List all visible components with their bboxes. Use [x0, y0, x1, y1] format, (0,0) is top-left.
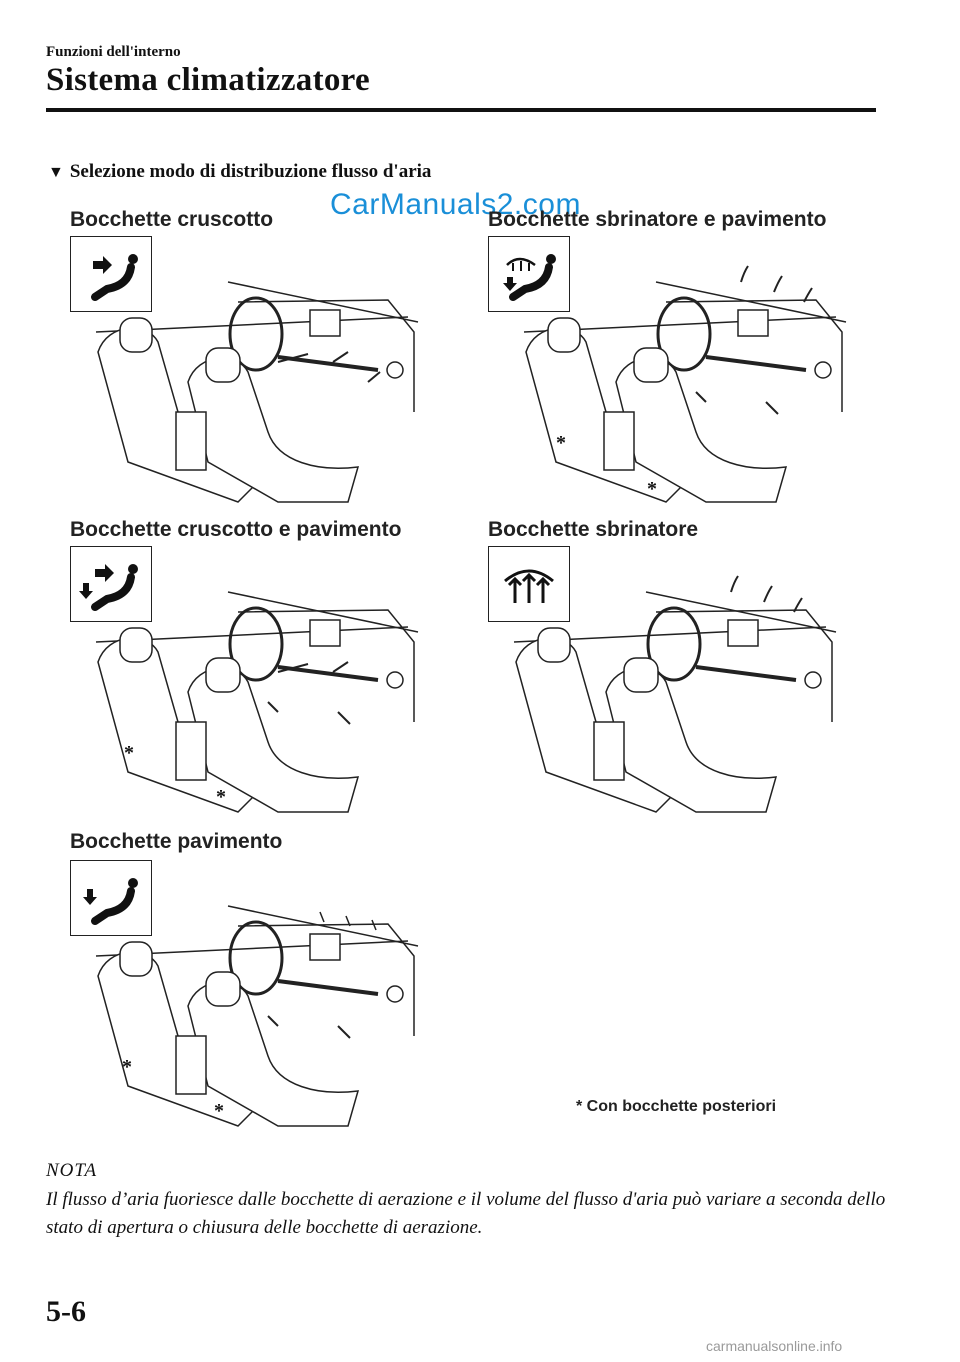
- page-number: 5-6: [46, 1295, 86, 1328]
- vent-floor-icon: [70, 860, 152, 936]
- vent-face-floor-icon: [70, 546, 152, 622]
- chapter-title: Funzioni dell'interno: [46, 44, 181, 60]
- page-title: Sistema climatizzatore: [46, 62, 370, 98]
- rear-vent-asterisk: *: [214, 1100, 224, 1122]
- footnote: * Con bocchette posteriori: [576, 1098, 777, 1115]
- section-marker: ▼: [48, 164, 64, 181]
- panel-label-sbrinatore: Bocchette sbrinatore: [488, 518, 699, 541]
- note-heading: NOTA: [46, 1160, 98, 1181]
- vent-defrost-icon: [488, 546, 570, 622]
- rear-vent-asterisk: *: [216, 786, 226, 808]
- site-footer[interactable]: carmanualsonline.info: [706, 1338, 843, 1354]
- rear-vent-asterisk: *: [122, 1056, 132, 1078]
- rear-vent-asterisk: *: [556, 432, 566, 454]
- car-interior-illustration-pavimento: [88, 886, 428, 1134]
- panel-label-pavimento: Bocchette pavimento: [70, 830, 283, 853]
- car-interior-illustration-cruscotto-pavimento: [88, 572, 428, 820]
- vent-defrost-floor-icon: [488, 236, 570, 312]
- panel-label-cruscotto-pavimento: Bocchette cruscotto e pavimento: [70, 518, 402, 541]
- section-heading: ▼ Selezione modo di distribuzione flusso …: [48, 161, 431, 183]
- panel-label-sbrinatore-pavimento: Bocchette sbrinatore e pavimento: [488, 208, 827, 231]
- vent-face-icon: [70, 236, 152, 312]
- section-title: Selezione modo di distribuzione flusso d…: [69, 161, 432, 182]
- rear-vent-asterisk: *: [124, 742, 134, 764]
- car-interior-illustration-cruscotto: [88, 262, 428, 510]
- note-body: Il flusso d’aria fuoriesce dalle bocchet…: [46, 1189, 886, 1238]
- car-interior-illustration-sbrinatore: [506, 572, 846, 820]
- car-interior-illustration-sbrinatore-pavimento: [516, 262, 856, 510]
- watermark[interactable]: CarManuals2.com: [330, 188, 581, 221]
- title-rule: [46, 108, 876, 112]
- panel-label-cruscotto: Bocchette cruscotto: [70, 208, 274, 231]
- rear-vent-asterisk: *: [647, 478, 657, 500]
